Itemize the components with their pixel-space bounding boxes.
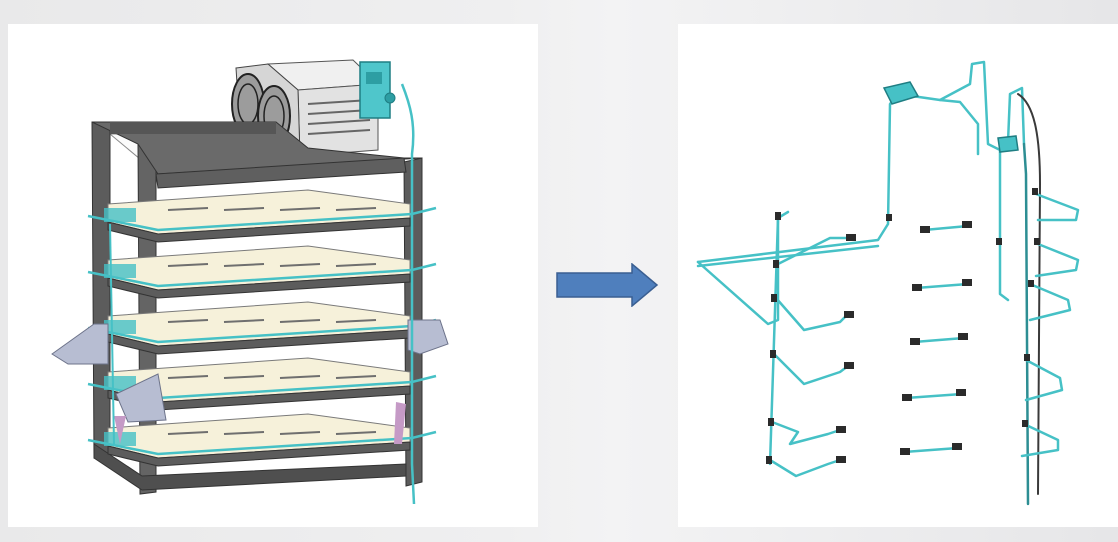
- clamp-icon: [844, 311, 854, 318]
- clamp-icon: [886, 214, 892, 221]
- clamps: [766, 188, 1040, 464]
- mount-bracket: [407, 319, 449, 355]
- supply-tube: [109, 223, 115, 445]
- pink-part: [394, 402, 406, 444]
- rack-assembly-drawing: [51, 59, 449, 505]
- clamp-icon: [958, 333, 968, 340]
- clamp-icon: [836, 426, 846, 433]
- tubing-harness-panel: [678, 24, 1118, 527]
- mount-bracket: [115, 373, 167, 423]
- clamp-icon: [962, 221, 972, 228]
- clamp-icon: [1034, 238, 1040, 245]
- clamp-icon: [844, 362, 854, 369]
- right-arrow-icon: [556, 263, 659, 307]
- clamp-icon: [920, 226, 930, 233]
- clamp-icon: [768, 418, 774, 426]
- clamp-icon: [1024, 354, 1030, 361]
- clamp-icon: [900, 448, 910, 455]
- mount-bracket: [51, 323, 109, 365]
- tubing-network: [696, 60, 1080, 506]
- connector-block: [997, 135, 1019, 153]
- tubing-harness-drawing: [696, 60, 1080, 506]
- tray-stack: [87, 189, 437, 467]
- tray: [87, 189, 437, 243]
- clamp-icon: [962, 279, 972, 286]
- clamp-icon: [912, 284, 922, 291]
- supply-tube: [400, 83, 416, 505]
- clamp-icon: [996, 238, 1002, 245]
- clamp-icon: [836, 456, 846, 463]
- tray: [87, 245, 437, 299]
- clamp-icon: [902, 394, 912, 401]
- clamp-icon: [1022, 420, 1028, 427]
- valve-block: [359, 61, 391, 119]
- clamp-icon: [770, 350, 776, 358]
- clamp-icon: [1032, 188, 1038, 195]
- clamp-icon: [773, 260, 779, 268]
- rack-assembly-panel: [8, 24, 538, 527]
- clamp-icon: [771, 294, 777, 302]
- pink-part: [114, 416, 126, 444]
- clamp-icon: [846, 234, 856, 241]
- clamp-icon: [766, 456, 772, 464]
- manifold-block: [882, 81, 920, 105]
- clamp-icon: [956, 389, 966, 396]
- clamp-icon: [775, 212, 781, 220]
- tray: [87, 357, 437, 411]
- clamp-icon: [952, 443, 962, 450]
- tray: [87, 413, 437, 467]
- clamp-icon: [910, 338, 920, 345]
- clamp-icon: [1028, 280, 1034, 287]
